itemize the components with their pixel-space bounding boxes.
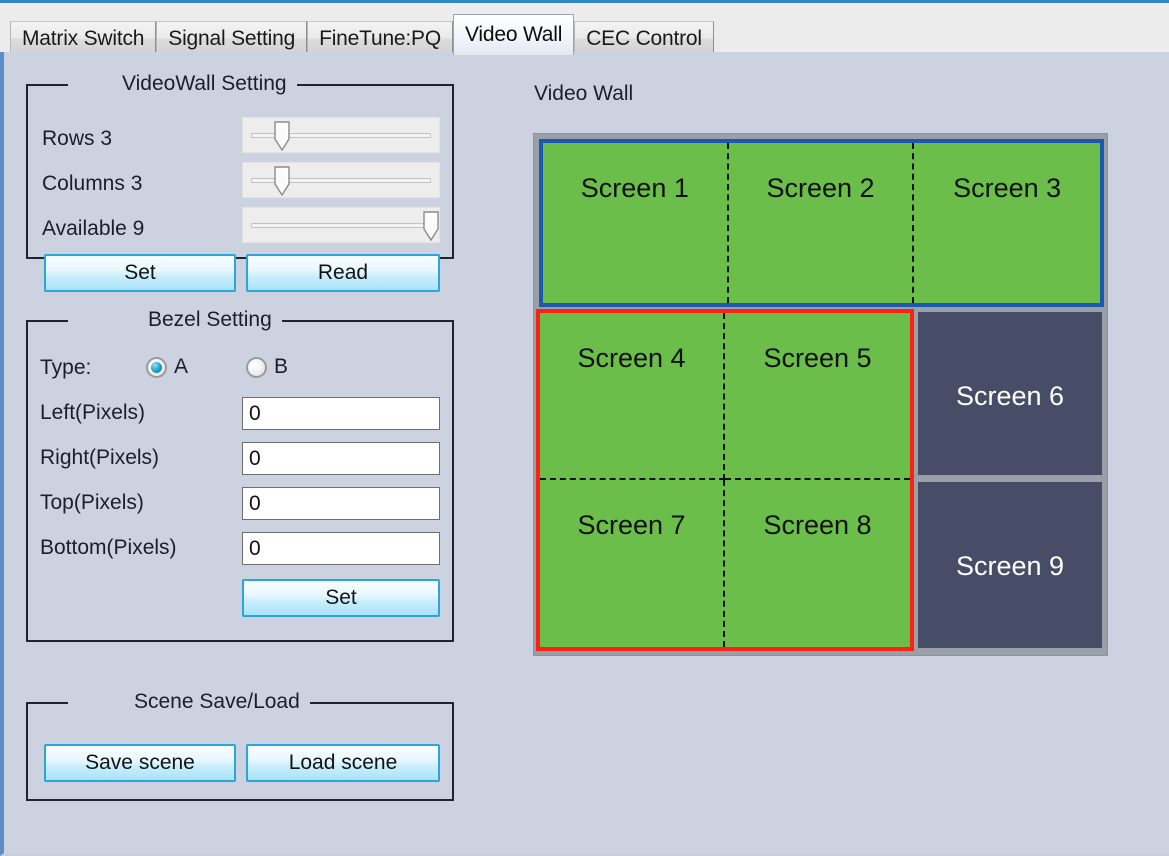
columns-slider[interactable] <box>242 162 440 198</box>
video-wall-cell-screen-6[interactable]: Screen 6 <box>918 312 1102 475</box>
videowall-read-button[interactable]: Read <box>246 254 440 292</box>
rows-slider[interactable] <box>242 117 440 153</box>
videowall-set-button[interactable]: Set <box>44 254 236 292</box>
tab-finetune-pq[interactable]: FineTune:PQ <box>307 21 453 55</box>
groupbox-scene-title: Scene Save/Load <box>124 690 310 714</box>
groupbox-scene-save-load: Scene Save/Load Save scene Load scene <box>26 690 454 801</box>
tab-cec-control[interactable]: CEC Control <box>574 21 714 55</box>
video-wall-cell-screen-5[interactable]: Screen 5 <box>725 313 910 480</box>
radio-a-label: A <box>174 355 189 378</box>
bezel-top-input[interactable]: 0 <box>242 487 440 520</box>
radio-b-indicator[interactable] <box>246 356 267 378</box>
rows-slider-track <box>251 133 431 138</box>
video-wall-cell-screen-8[interactable]: Screen 8 <box>725 480 910 647</box>
bezel-bottom-label: Bottom(Pixels) <box>40 536 177 559</box>
video-wall-cell-screen-1[interactable]: Screen 1 <box>543 143 729 303</box>
bezel-type-radio-a[interactable]: A <box>146 355 188 379</box>
columns-slider-thumb[interactable] <box>274 166 290 196</box>
tab-strip: Matrix Switch Signal Setting FineTune:PQ… <box>0 0 1169 55</box>
groupbox-videowall-setting: VideoWall Setting Rows 3 Columns 3 <box>26 72 454 292</box>
video-wall-group-red-cells: Screen 4 Screen 5 Screen 7 Screen 8 <box>540 313 910 647</box>
bezel-right-label: Right(Pixels) <box>40 446 160 469</box>
bezel-type-label: Type: <box>40 356 92 379</box>
columns-slider-track <box>251 178 431 183</box>
bezel-left-input[interactable]: 0 <box>242 397 440 430</box>
rows-slider-thumb[interactable] <box>274 121 290 151</box>
tab-video-wall[interactable]: Video Wall <box>452 14 575 55</box>
bezel-left-label: Left(Pixels) <box>40 401 146 424</box>
bezel-top-label: Top(Pixels) <box>40 491 144 514</box>
available-slider-track <box>251 223 431 228</box>
video-wall-group-blue-cells: Screen 1 Screen 2 Screen 3 <box>543 143 1100 303</box>
bezel-bottom-input[interactable]: 0 <box>242 532 440 565</box>
video-wall-cell-screen-3[interactable]: Screen 3 <box>914 143 1100 303</box>
bezel-right-input[interactable]: 0 <box>242 442 440 475</box>
bezel-set-button[interactable]: Set <box>242 579 440 617</box>
columns-label: Columns 3 <box>42 172 143 195</box>
available-label: Available 9 <box>42 217 145 240</box>
groupbox-bezel-setting: Bezel Setting Type: A B Left(Pixels) 0 R… <box>26 308 454 642</box>
video-wall-group-blue[interactable]: Screen 1 Screen 2 Screen 3 <box>539 139 1104 307</box>
video-wall-cell-screen-4[interactable]: Screen 4 <box>540 313 725 480</box>
video-wall-cell-screen-7[interactable]: Screen 7 <box>540 480 725 647</box>
groupbox-videowall-setting-title: VideoWall Setting <box>112 72 297 96</box>
tab-page-video-wall: VideoWall Setting Rows 3 Columns 3 <box>0 52 1169 856</box>
load-scene-button[interactable]: Load scene <box>246 744 440 782</box>
video-wall-group-red[interactable]: Screen 4 Screen 5 Screen 7 Screen 8 <box>536 309 914 651</box>
radio-a-indicator[interactable] <box>146 356 167 378</box>
tab-matrix-switch[interactable]: Matrix Switch <box>10 21 157 55</box>
radio-b-label: B <box>274 355 289 378</box>
save-scene-button[interactable]: Save scene <box>44 744 236 782</box>
tab-signal-setting[interactable]: Signal Setting <box>156 21 308 55</box>
video-wall-canvas[interactable]: Screen 1 Screen 2 Screen 3 Screen 4 Scre… <box>533 133 1108 656</box>
bezel-type-radio-b[interactable]: B <box>246 355 288 379</box>
available-slider-thumb[interactable] <box>423 211 439 241</box>
video-wall-cell-screen-9[interactable]: Screen 9 <box>918 482 1102 648</box>
video-wall-cell-screen-2[interactable]: Screen 2 <box>728 143 915 303</box>
tab-list: Matrix Switch Signal Setting FineTune:PQ… <box>10 14 714 55</box>
rows-label: Rows 3 <box>42 127 113 150</box>
available-slider[interactable] <box>242 207 440 243</box>
video-wall-heading: Video Wall <box>534 82 634 105</box>
groupbox-bezel-setting-title: Bezel Setting <box>138 308 282 332</box>
